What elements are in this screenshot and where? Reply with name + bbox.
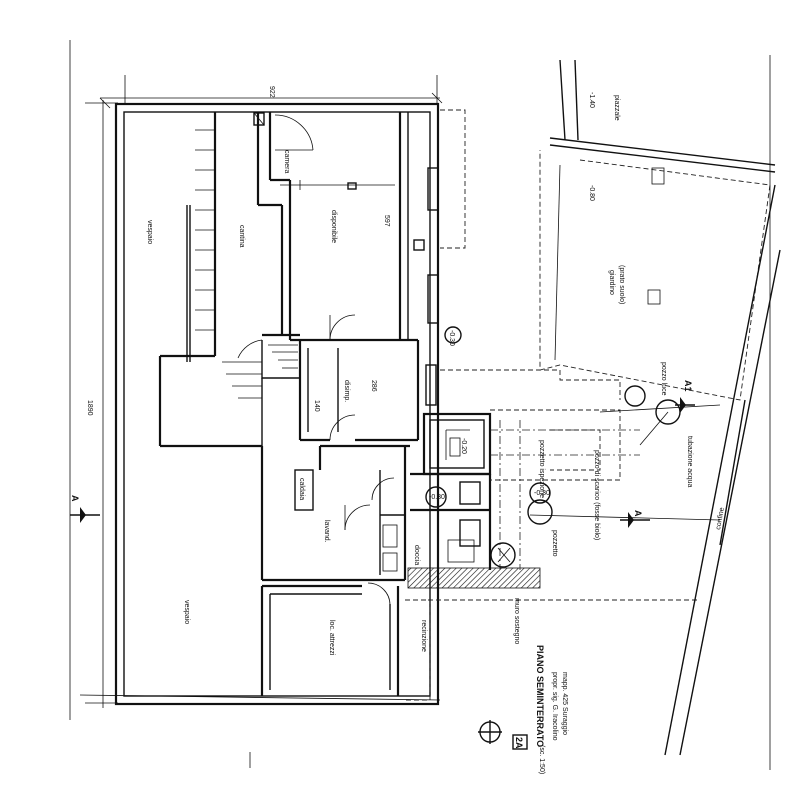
external-dashed-outline bbox=[405, 109, 700, 701]
dim-disimp-w: 140 bbox=[313, 400, 320, 412]
title-block: 2A PIANO SEMINTERRATO (sc. 1:50) propr. … bbox=[478, 645, 568, 774]
annotation-tubazione: tubazione acqua bbox=[686, 436, 693, 487]
annotation-pozzetto: pozzetto ispezione bbox=[538, 440, 545, 498]
room-doccia: doccia bbox=[413, 545, 420, 565]
cadastral-note: mapp. 425 Suraggio bbox=[561, 672, 568, 735]
section-a-left-label: A bbox=[70, 495, 80, 502]
garden-area: giardino (prato suolo) piazzale -1.40 -0… bbox=[444, 59, 776, 504]
room-vespaio-top: vespaio bbox=[146, 220, 153, 244]
dim-disponibile: 597 bbox=[383, 215, 390, 227]
north-rooms: vespaio cantina bbox=[146, 112, 300, 448]
plan-title: PIANO SEMINTERRATO bbox=[535, 645, 545, 747]
room-disimpegno-area: 140 disimp. 286 bbox=[298, 340, 437, 442]
dim-disimp-len: 286 bbox=[370, 380, 377, 392]
annotation-confine: confine bbox=[715, 507, 726, 531]
section-a1-label: A1 bbox=[683, 380, 693, 392]
room-cantina: cantina bbox=[238, 225, 245, 248]
annotation-fosse: pozzo di scarico (fosse biolo) bbox=[593, 450, 600, 540]
level-l4: -0.30 bbox=[448, 330, 455, 346]
plan-scale: (sc. 1:50) bbox=[538, 745, 545, 774]
annotation-pozzo-luce: pozzo luce bbox=[660, 362, 667, 396]
left-dimension-line: 1890 bbox=[85, 100, 118, 708]
annotation-muro-sostegno: muro sostegno bbox=[513, 598, 520, 644]
room-caldaia: caldaia bbox=[298, 478, 305, 500]
annotation-pozzetto-scarico: pozzetto bbox=[551, 530, 558, 557]
room-giardino: giardino bbox=[608, 270, 615, 295]
section-marker-a-left: A bbox=[70, 495, 100, 523]
room-vespaio-bottom: vespaio bbox=[183, 600, 190, 624]
room-lavand: lavand. bbox=[323, 520, 330, 543]
room-disponibile: disponibile bbox=[330, 210, 337, 243]
building-outer-wall bbox=[114, 102, 440, 706]
room-piazzale: piazzale bbox=[613, 95, 620, 121]
dim-left-height: 1890 bbox=[86, 400, 93, 416]
top-dimension-line: 922 bbox=[99, 75, 443, 109]
room-camera: camera bbox=[283, 150, 290, 173]
level-l3: -0.80 bbox=[588, 185, 595, 201]
room-disponibile-area: camera disponibile 597 bbox=[268, 112, 439, 342]
vespaio-hatching bbox=[195, 129, 215, 331]
section-marker-a1: A1 bbox=[675, 380, 695, 413]
retaining-wall-hatch bbox=[407, 567, 541, 589]
level-l1: -0.20 bbox=[460, 438, 467, 454]
room-giardino-note: (prato suolo) bbox=[618, 265, 625, 304]
plumbing-network: pozzetto ispezione pozzo di scarico (fos… bbox=[420, 362, 721, 652]
level-l6: -1.40 bbox=[588, 92, 595, 108]
level-l2: -0.30 bbox=[429, 494, 445, 501]
east-annex: -0.20 doccia -0.30 bbox=[410, 412, 492, 570]
room-disimpegno: disimp. bbox=[343, 380, 350, 402]
dim-top-width: 922 bbox=[268, 86, 275, 98]
service-rooms: caldaia lavand. bbox=[260, 444, 410, 606]
sheet-frame bbox=[69, 40, 441, 768]
room-loc-attrezzi: loc. attrezzi bbox=[328, 620, 335, 656]
annotation-recinzione: recinzione bbox=[420, 620, 427, 652]
staircase bbox=[222, 339, 301, 446]
owner-note: propr. sig. G. Iracolino bbox=[551, 672, 558, 741]
boundary-lines: confine bbox=[664, 55, 781, 770]
south-rooms: vespaio loc. attrezzi bbox=[183, 584, 400, 696]
level-l5: -0.30 bbox=[534, 490, 550, 497]
section-a-right-label: A bbox=[633, 510, 643, 517]
sheet-number: 2A bbox=[514, 737, 524, 749]
section-marker-a-right: A bbox=[620, 510, 650, 528]
